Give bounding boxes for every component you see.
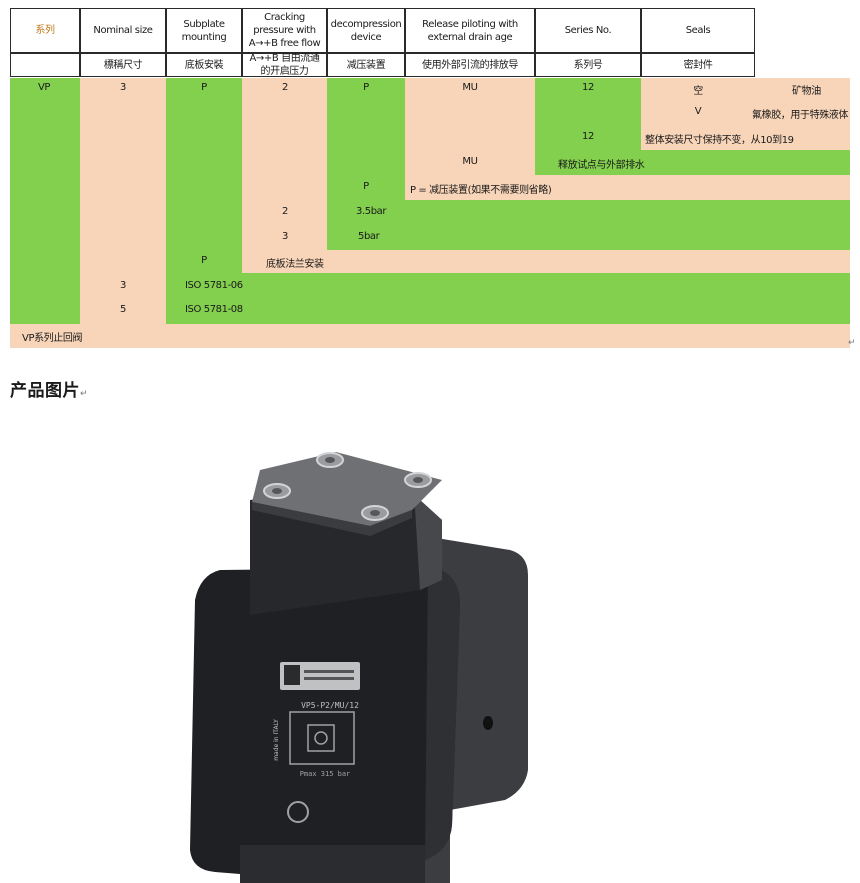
col-size-block — [80, 78, 166, 324]
row6-7-band — [327, 200, 850, 250]
cell-pressure-5bar: 5bar — [358, 231, 380, 242]
subheader-series-no: 系列号 — [535, 53, 641, 77]
cell-mount-p: P — [201, 82, 207, 93]
nameplate-model: VP5-P2/MU/12 — [301, 701, 359, 710]
header-series-no: Series No. — [535, 8, 641, 53]
row9-10-band — [166, 273, 850, 324]
cell-seal-mineral-oil: 矿物油 — [792, 86, 821, 97]
nameplate-made: made in ITALY — [273, 719, 280, 761]
subheader-release-piloting: 使用外部引流的排放导 — [405, 53, 535, 77]
section-heading-text: 产品图片 — [10, 381, 80, 401]
cell-pressure-2: 2 — [282, 82, 288, 93]
header-decompression: decompression device — [327, 8, 405, 53]
paragraph-mark: ↵ — [848, 338, 856, 348]
cell-release-mu: MU — [462, 82, 478, 93]
cell-decomp-p-b: P — [363, 181, 369, 192]
row4-band — [535, 150, 850, 175]
cell-size-iso-08: ISO 5781-08 — [185, 304, 243, 315]
cell-mount-desc: 底板法兰安装 — [266, 259, 324, 270]
header-release-piloting: Release piloting with external drain age — [405, 8, 535, 53]
product-photo: VP5-P2/MU/12 made in ITALY Pmax 315 bar — [190, 452, 528, 883]
col-pressure-block — [242, 78, 327, 250]
header-nominal-size: Nominal size — [80, 8, 166, 53]
cell-size-3-b: 3 — [120, 280, 126, 291]
cell-mount-p-b: P — [201, 255, 207, 266]
cell-seal-fkm: 氟橡胶，用于特殊液体 — [752, 110, 848, 121]
cell-release-mu-b: MU — [462, 156, 478, 167]
header-cracking-pressure: Cracking pressure with A→+B free flow — [242, 8, 327, 53]
col-mount-block — [166, 78, 242, 273]
cell-seal-v: V — [694, 106, 702, 117]
cell-seal-empty: 空 — [693, 86, 703, 97]
cell-pressure-2-b: 2 — [282, 206, 288, 217]
subheader-series — [10, 53, 80, 77]
subheader-nominal-size: 標稱尺寸 — [80, 53, 166, 77]
paragraph-mark-heading: ↵ — [80, 389, 89, 399]
section-heading: 产品图片↵ — [10, 376, 88, 401]
cell-seriesno-12b: 12 — [582, 131, 594, 142]
cell-seriesno-12: 12 — [582, 82, 594, 93]
cell-series-desc: VP系列止回阀 — [22, 333, 83, 344]
col-series-block — [10, 78, 80, 324]
row3-band — [641, 125, 850, 150]
header-seals: Seals — [641, 8, 755, 53]
col-seals-block — [641, 78, 850, 125]
subheader-cracking-pressure: A→+B 自由流通的开启压力 — [242, 53, 327, 77]
cell-decomp-p: P — [363, 82, 369, 93]
cell-size-5: 5 — [120, 304, 126, 315]
cell-seriesno-desc: 整体安装尺寸保持不变，从10到19 — [645, 135, 794, 146]
nameplate-pmax: Pmax 315 bar — [300, 770, 351, 778]
row8-band — [242, 250, 850, 273]
row11-band — [10, 324, 850, 348]
cell-release-desc: 释放试点与外部排水 — [558, 160, 645, 171]
subheader-seals: 密封件 — [641, 53, 755, 77]
cell-pressure-3: 3 — [282, 231, 288, 242]
subheader-decompression: 减压装置 — [327, 53, 405, 77]
header-subplate-mounting: Subplate mounting — [166, 8, 242, 53]
col-seriesno-block — [535, 78, 641, 150]
subheader-subplate-mounting: 底板安裝 — [166, 53, 242, 77]
header-series: 系列 — [10, 8, 80, 53]
cell-size-iso-06: ISO 5781-06 — [185, 280, 243, 291]
cell-size-3: 3 — [120, 82, 126, 93]
cell-series-vp: VP — [37, 82, 51, 93]
row5-band — [405, 175, 850, 200]
col-release-block — [405, 78, 535, 175]
col-decomp-block — [327, 78, 405, 200]
cell-pressure-3-5bar: 3.5bar — [356, 206, 387, 217]
cell-decomp-desc: P = 减压装置(如果不需要则省略) — [410, 185, 552, 196]
